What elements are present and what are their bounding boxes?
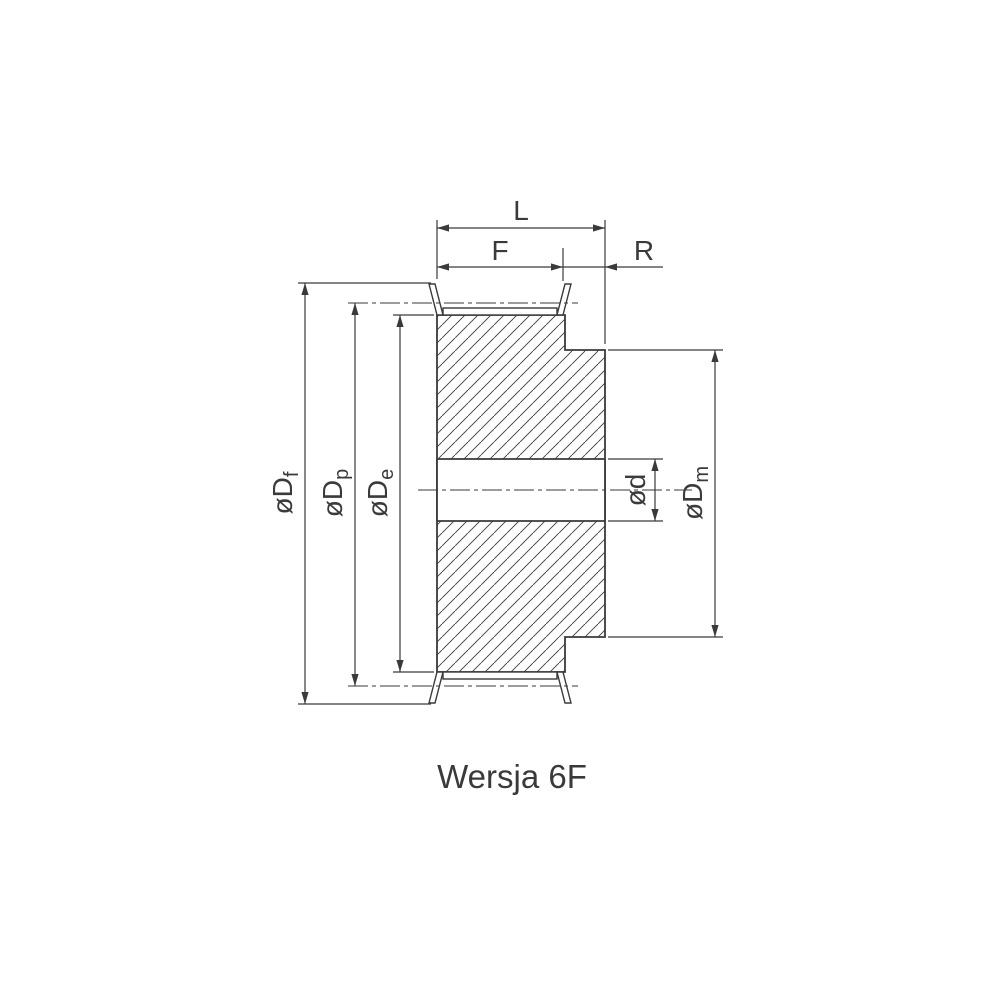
extension-lines [298,220,723,705]
dimension-labels: L F R øDf øDp øDe ød øDm [267,195,713,520]
dim-arrow-R [605,263,617,271]
flange-bottom-right [556,671,572,704]
dim-label-R: R [634,235,654,266]
drawing-caption: Wersja 6F [437,758,587,795]
dimension-lines [301,224,719,704]
dim-label-L: L [513,195,529,226]
dim-label-De: øDe [362,469,398,517]
flange-bottom-left [428,671,444,704]
dim-label-Dp: øDp [317,469,353,517]
flange-top-right [556,283,572,316]
tooth-band-top [442,307,558,316]
dim-label-Dm: øDm [677,466,713,520]
tooth-band-bottom [442,671,558,680]
centerlines [348,302,692,687]
dim-label-F: F [491,235,508,266]
flange-top-left [428,283,444,316]
pulley-section [428,283,606,704]
dim-label-d: ød [620,474,651,507]
dim-label-Df: øDf [267,471,303,514]
